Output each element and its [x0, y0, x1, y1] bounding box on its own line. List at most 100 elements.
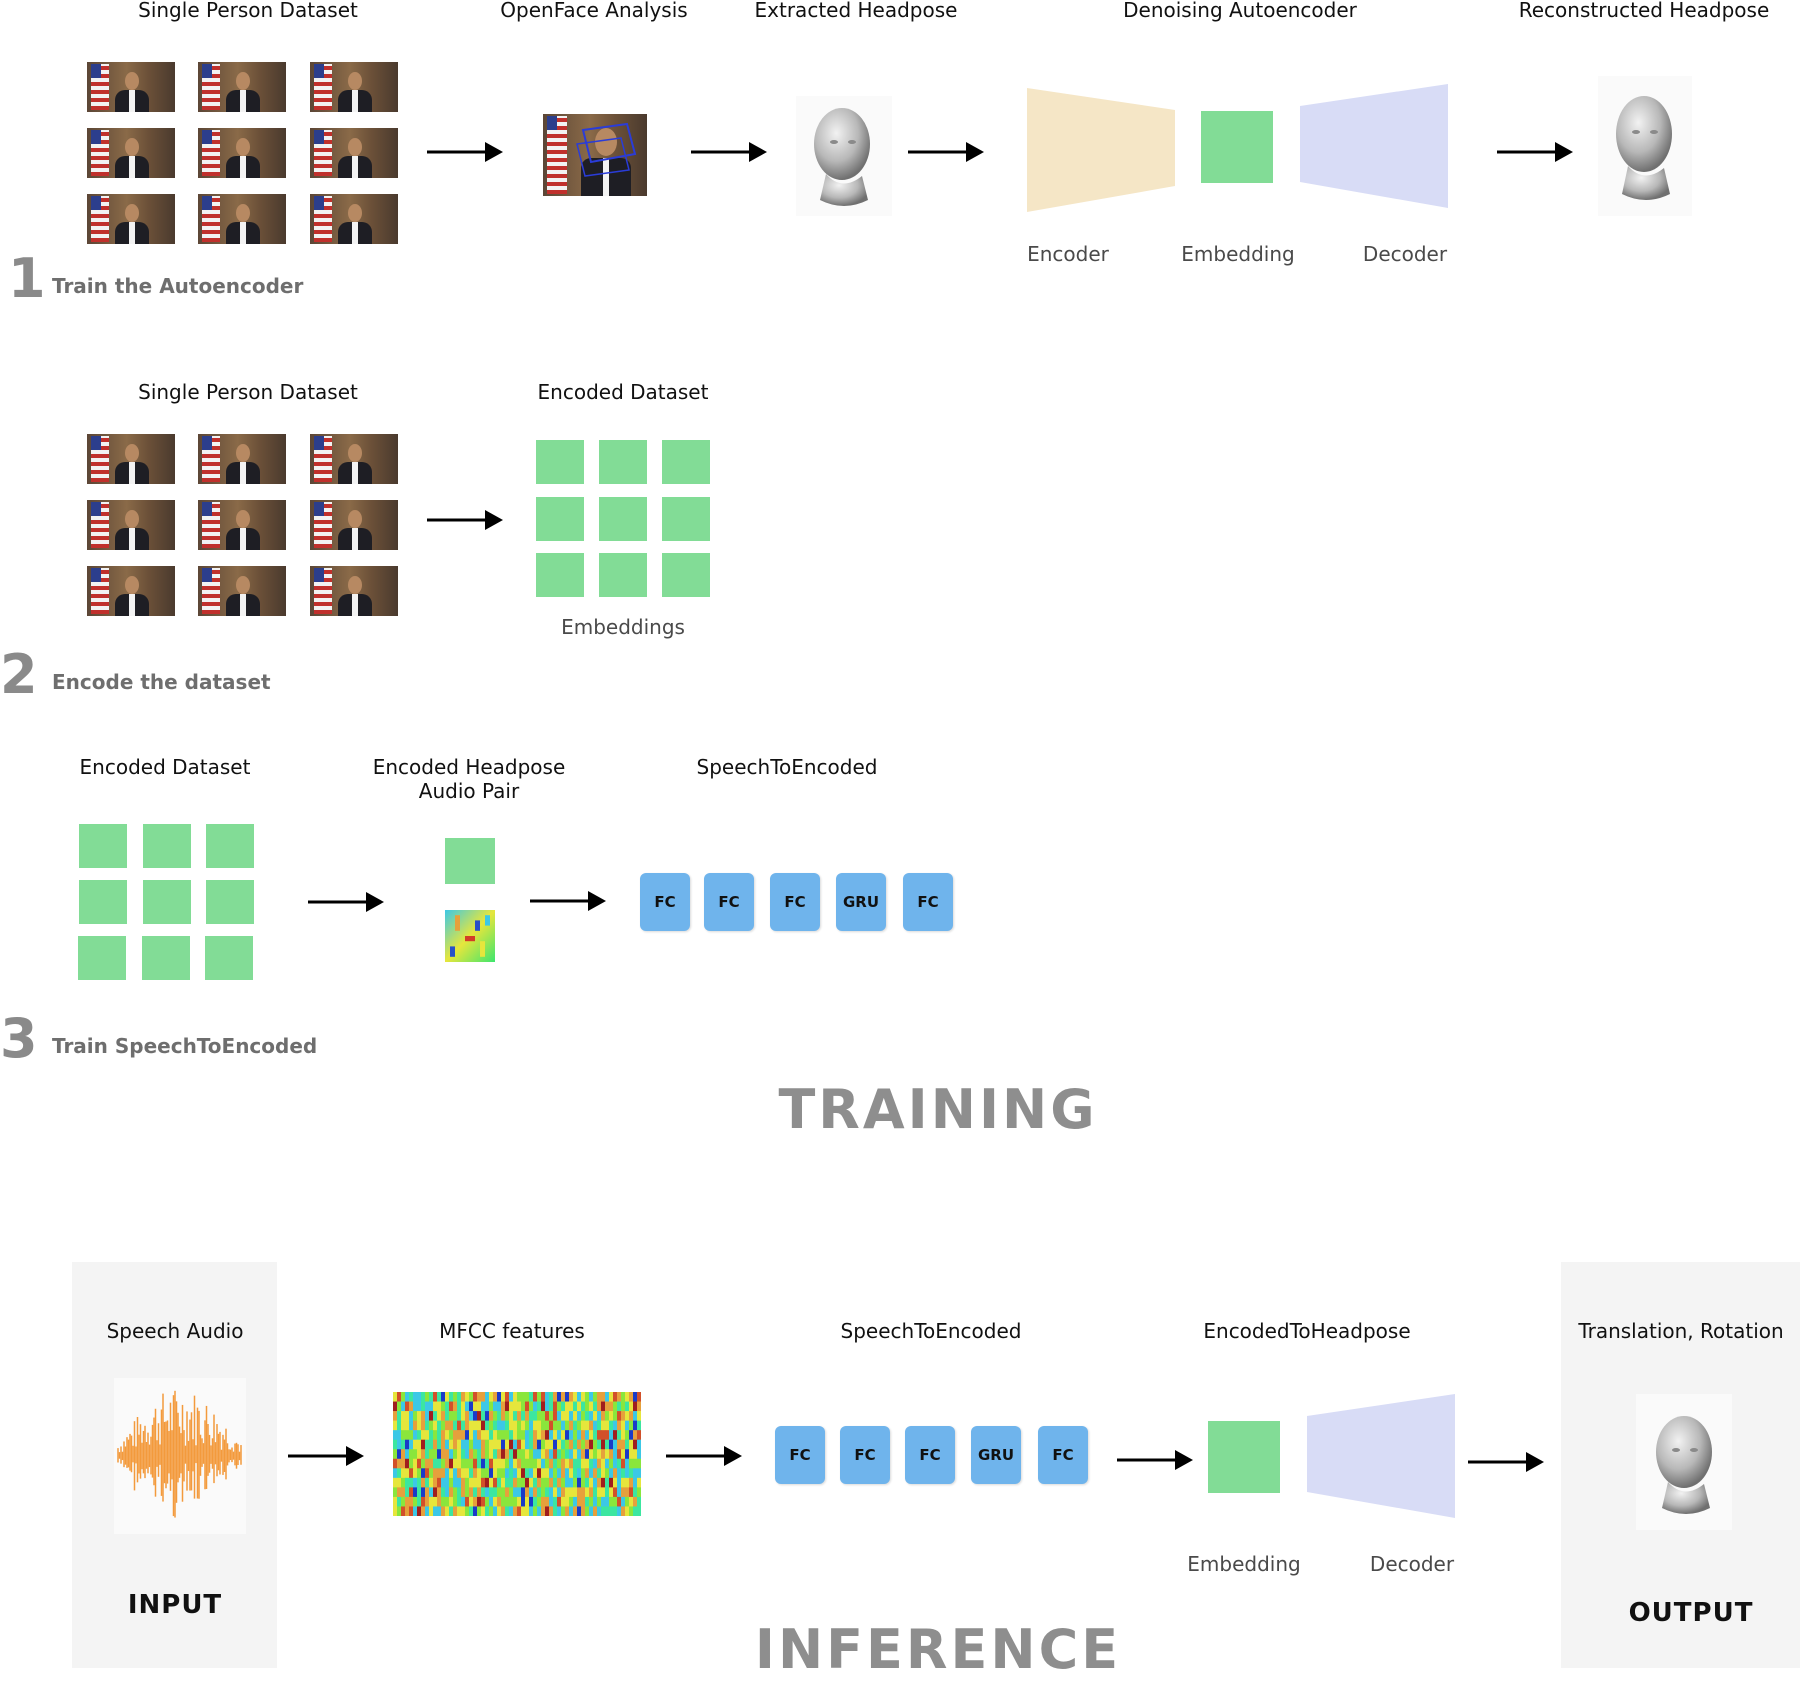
header-single-person-dataset: Single Person Dataset [138, 0, 358, 22]
head-model-icon [1598, 76, 1692, 216]
training-title: TRAINING [778, 1078, 1098, 1141]
embedding-block [662, 440, 710, 484]
header-speech-audio: Speech Audio [106, 1319, 244, 1343]
embedding-block [536, 553, 584, 597]
header-encoded-dataset: Encoded Dataset [537, 380, 709, 404]
header-denoising-autoencoder: Denoising Autoencoder [1123, 0, 1357, 22]
input-label: INPUT [127, 1590, 223, 1620]
header-translation-rotation: Translation, Rotation [1578, 1319, 1784, 1343]
layer-block: FC [640, 873, 690, 931]
video-frame [310, 566, 398, 616]
layer-block: FC [775, 1426, 825, 1484]
decoder-label: Decoder [1369, 1552, 1455, 1576]
arrow-right-icon [908, 142, 984, 162]
video-frame [87, 434, 175, 484]
layer-block: FC [704, 873, 754, 931]
video-frame [87, 500, 175, 550]
embedding-block [142, 936, 190, 980]
video-frame [310, 194, 398, 244]
video-frame [310, 500, 398, 550]
embedding-block [206, 880, 254, 924]
arrow-right-icon [308, 892, 384, 912]
embedding-label: Embedding [1181, 242, 1295, 266]
embedding-block [536, 440, 584, 484]
layer-block: GRU [971, 1426, 1021, 1484]
embedding-block [599, 553, 647, 597]
video-frame [87, 62, 175, 112]
arrow-right-icon [666, 1446, 742, 1466]
embedding-block [599, 440, 647, 484]
head-model-icon [1636, 1394, 1732, 1530]
header-encoded-dataset: Encoded Dataset [79, 755, 251, 779]
step-label: Train the Autoencoder [52, 274, 304, 298]
step-label: Encode the dataset [52, 670, 271, 694]
header-reconstructed-headpose: Reconstructed Headpose [1518, 0, 1770, 22]
video-frame [198, 62, 286, 112]
embedding-block [205, 936, 253, 980]
video-frame [87, 128, 175, 178]
step-label: Train SpeechToEncoded [52, 1034, 318, 1058]
embedding-block [79, 880, 127, 924]
output-label: OUTPUT [1628, 1598, 1754, 1628]
embedding-block [536, 497, 584, 541]
layer-block: FC [840, 1426, 890, 1484]
embedding-block [1208, 1421, 1280, 1493]
layer-block: FC [770, 873, 820, 931]
encoder-label: Encoder [1027, 242, 1109, 266]
header-encoded-headpose: Encoded Headpose [372, 755, 566, 779]
header-audio-pair: Audio Pair [418, 779, 520, 803]
arrow-right-icon [1117, 1450, 1193, 1470]
embedding-block [78, 936, 126, 980]
head-model-icon [796, 96, 892, 216]
arrow-right-icon [530, 891, 606, 911]
embedding-block [662, 553, 710, 597]
arrow-right-icon [1497, 142, 1573, 162]
embedding-block [445, 838, 495, 884]
layer-block: GRU [836, 873, 886, 931]
decoder-label: Decoder [1362, 242, 1448, 266]
header-encoded-to-headpose: EncodedToHeadpose [1203, 1319, 1411, 1343]
embedding-block [599, 497, 647, 541]
arrow-right-icon [691, 142, 767, 162]
video-frame [87, 566, 175, 616]
decoder-trapezoid [1300, 84, 1448, 208]
layer-block: FC [903, 873, 953, 931]
arrow-right-icon [288, 1446, 364, 1466]
header-speech-to-encoded: SpeechToEncoded [840, 1319, 1022, 1343]
layer-block: FC [1038, 1426, 1088, 1484]
video-frame [310, 128, 398, 178]
video-frame [198, 566, 286, 616]
embedding-block [662, 497, 710, 541]
layer-block: FC [905, 1426, 955, 1484]
openface-frame [543, 114, 647, 196]
embedding-label: Embedding [1187, 1552, 1301, 1576]
decoder-trapezoid [1307, 1394, 1455, 1518]
embedding-block [143, 880, 191, 924]
face-bounding-box [576, 122, 637, 177]
video-frame [87, 194, 175, 244]
step-number: 1 [8, 247, 46, 310]
embedding-block [206, 824, 254, 868]
inference-title: INFERENCE [754, 1618, 1122, 1681]
video-frame [198, 500, 286, 550]
header-openface-analysis: OpenFace Analysis [500, 0, 688, 22]
video-frame [310, 62, 398, 112]
header-mfcc-features: MFCC features [439, 1319, 585, 1343]
arrow-right-icon [427, 510, 503, 530]
header-speech-to-encoded: SpeechToEncoded [696, 755, 878, 779]
arrow-right-icon [427, 142, 503, 162]
step-number: 2 [0, 643, 38, 706]
embedding-block [79, 824, 127, 868]
video-frame [198, 128, 286, 178]
header-single-person-dataset: Single Person Dataset [138, 380, 358, 404]
embedding-block [1201, 111, 1273, 183]
embeddings-label: Embeddings [561, 615, 685, 639]
video-frame [198, 194, 286, 244]
video-frame [310, 434, 398, 484]
encoder-trapezoid [1027, 88, 1175, 212]
waveform-icon [114, 1378, 246, 1534]
video-frame [198, 434, 286, 484]
embedding-block [143, 824, 191, 868]
mfcc-patch [445, 910, 495, 962]
step-number: 3 [0, 1007, 38, 1070]
